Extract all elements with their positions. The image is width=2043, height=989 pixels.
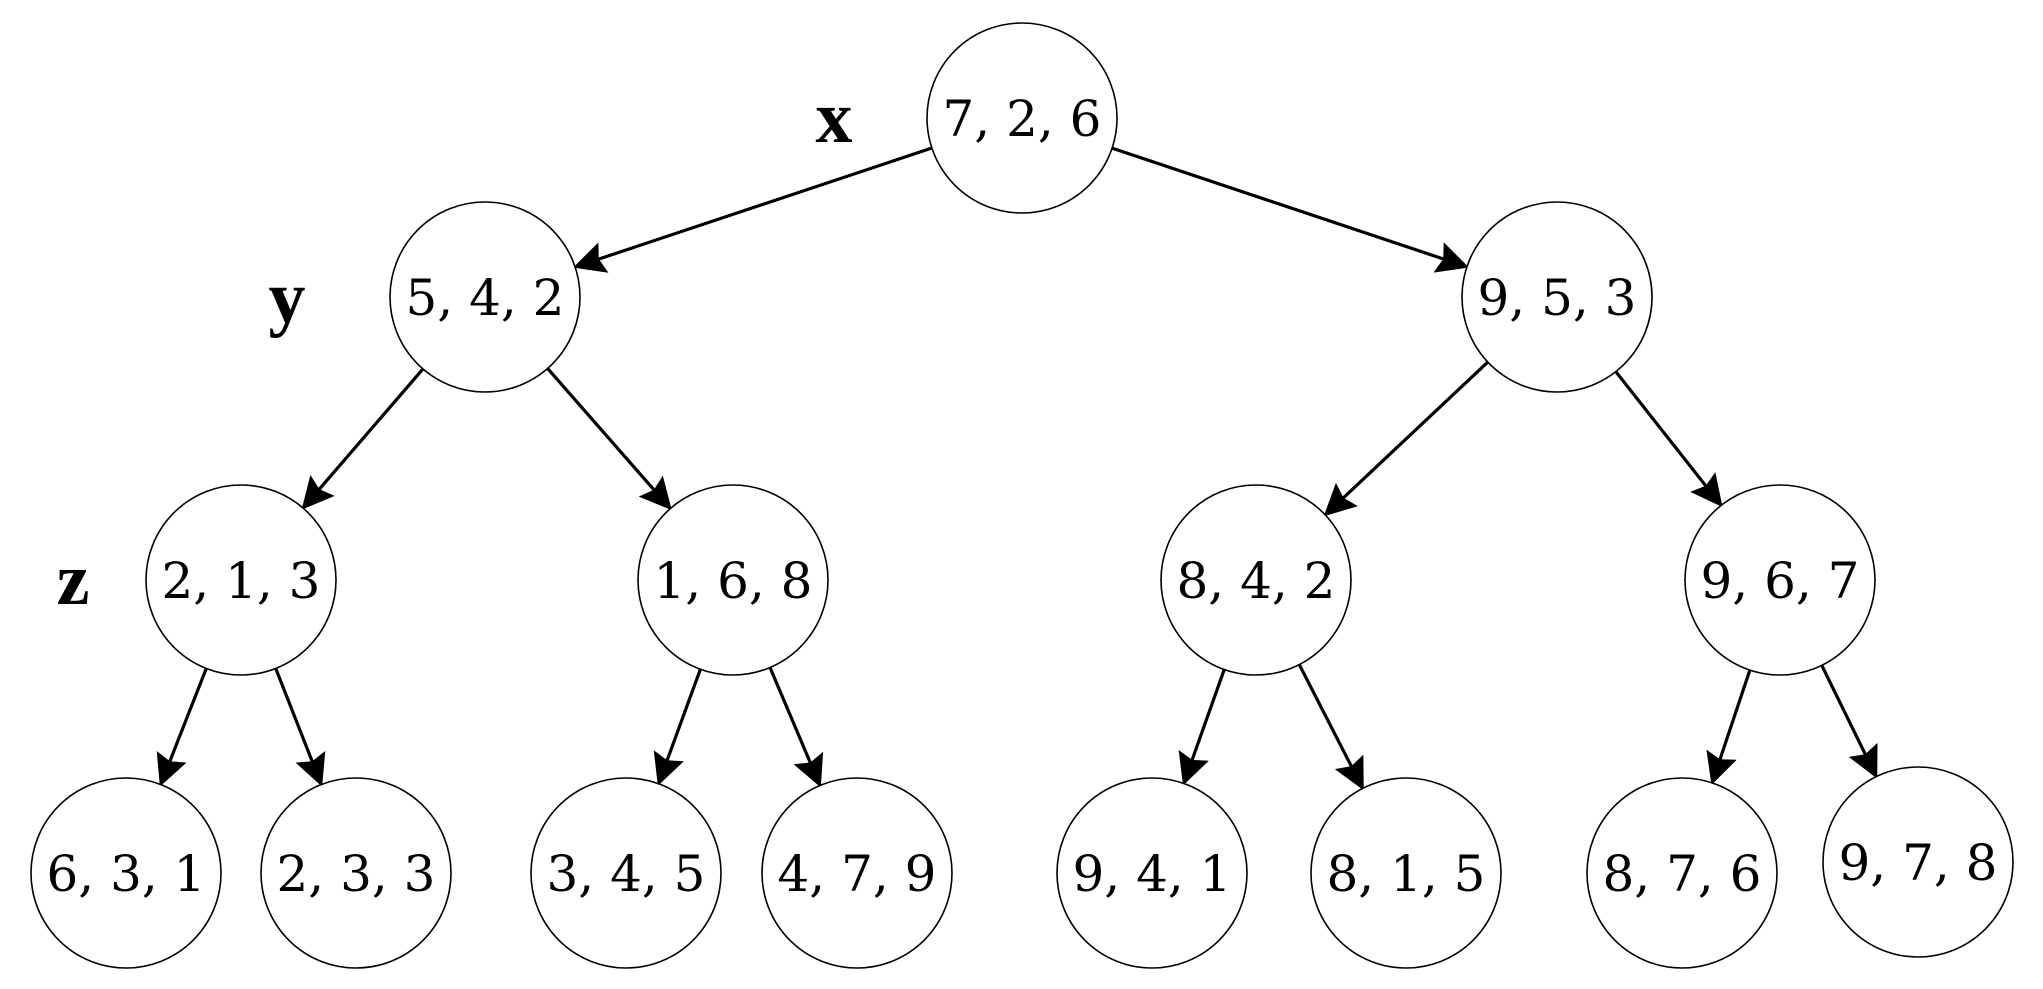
- node-label: 7, 2, 6: [942, 90, 1101, 148]
- tree-node: 8, 4, 2: [1160, 484, 1352, 676]
- node-label: 9, 7, 8: [1838, 834, 1997, 892]
- level-label-x: x: [816, 77, 853, 159]
- node-circle: [1461, 201, 1653, 393]
- node-label: 8, 1, 5: [1326, 845, 1485, 903]
- edge-n7-n14: [1706, 669, 1752, 785]
- edge-n4-n9: [274, 667, 326, 787]
- node-circle: [145, 484, 337, 676]
- node-circle: [1586, 777, 1778, 969]
- node-circle: [1822, 766, 2014, 958]
- node-label: 1, 6, 8: [653, 552, 812, 610]
- node-label: 2, 1, 3: [161, 552, 320, 610]
- tree-node: 2, 1, 3: [145, 484, 337, 676]
- edge-n5-n11: [768, 666, 824, 788]
- tree-node: 6, 3, 1: [30, 777, 222, 969]
- edges: [156, 146, 1878, 791]
- node-circle: [30, 777, 222, 969]
- edge-n2-n4: [301, 367, 425, 510]
- node-circle: [389, 201, 581, 393]
- node-label: 8, 4, 2: [1176, 552, 1335, 610]
- node-circle: [260, 777, 452, 969]
- tree-node: 1, 6, 8: [637, 484, 829, 676]
- node-circle: [530, 777, 722, 969]
- node-label: 9, 6, 7: [1700, 552, 1859, 610]
- node-label: 6, 3, 1: [46, 845, 205, 903]
- node-label: 9, 4, 1: [1072, 845, 1231, 903]
- node-circle: [926, 22, 1118, 214]
- node-label: 5, 4, 2: [405, 269, 564, 327]
- tree-node: 4, 7, 9: [761, 777, 953, 969]
- level-label-z: z: [57, 539, 90, 621]
- edge-n3-n7: [1614, 370, 1723, 508]
- node-circle: [1684, 484, 1876, 676]
- edge-n1-n2: [573, 146, 933, 273]
- edge-n2-n5: [546, 367, 672, 511]
- edge-n6-n12: [1178, 668, 1226, 786]
- node-circle: [1056, 777, 1248, 969]
- node-circle: [1310, 777, 1502, 969]
- tree-node: 9, 5, 3: [1461, 201, 1653, 393]
- tree-node: 9, 7, 8: [1822, 766, 2014, 958]
- node-label: 3, 4, 5: [546, 845, 705, 903]
- tree-node: 8, 7, 6: [1586, 777, 1778, 969]
- node-circle: [1160, 484, 1352, 676]
- node-label: 4, 7, 9: [777, 845, 936, 903]
- edge-n6-n13: [1297, 663, 1364, 791]
- node-label: 8, 7, 6: [1602, 845, 1761, 903]
- node-label: 2, 3, 3: [276, 845, 435, 903]
- tree-node: 9, 4, 1: [1056, 777, 1248, 969]
- tree-node: 9, 6, 7: [1684, 484, 1876, 676]
- edge-n1-n3: [1111, 146, 1469, 273]
- tree-node: 7, 2, 6: [926, 22, 1118, 214]
- edge-n3-n6: [1323, 360, 1489, 517]
- tree-node: 5, 4, 2: [389, 201, 581, 393]
- edge-n4-n8: [156, 667, 208, 787]
- tree-node: 8, 1, 5: [1310, 777, 1502, 969]
- edge-n7-n15: [1820, 664, 1878, 779]
- edge-n5-n10: [653, 668, 702, 786]
- level-label-y: y: [269, 257, 306, 339]
- node-circle: [761, 777, 953, 969]
- tree-node: 3, 4, 5: [530, 777, 722, 969]
- node-circle: [637, 484, 829, 676]
- nodes: 7, 2, 6 5, 4, 2 9, 5, 3 2, 1, 3 1, 6, 8 8, 4,…: [30, 22, 2014, 969]
- node-label: 9, 5, 3: [1477, 269, 1636, 327]
- tree-node: 2, 3, 3: [260, 777, 452, 969]
